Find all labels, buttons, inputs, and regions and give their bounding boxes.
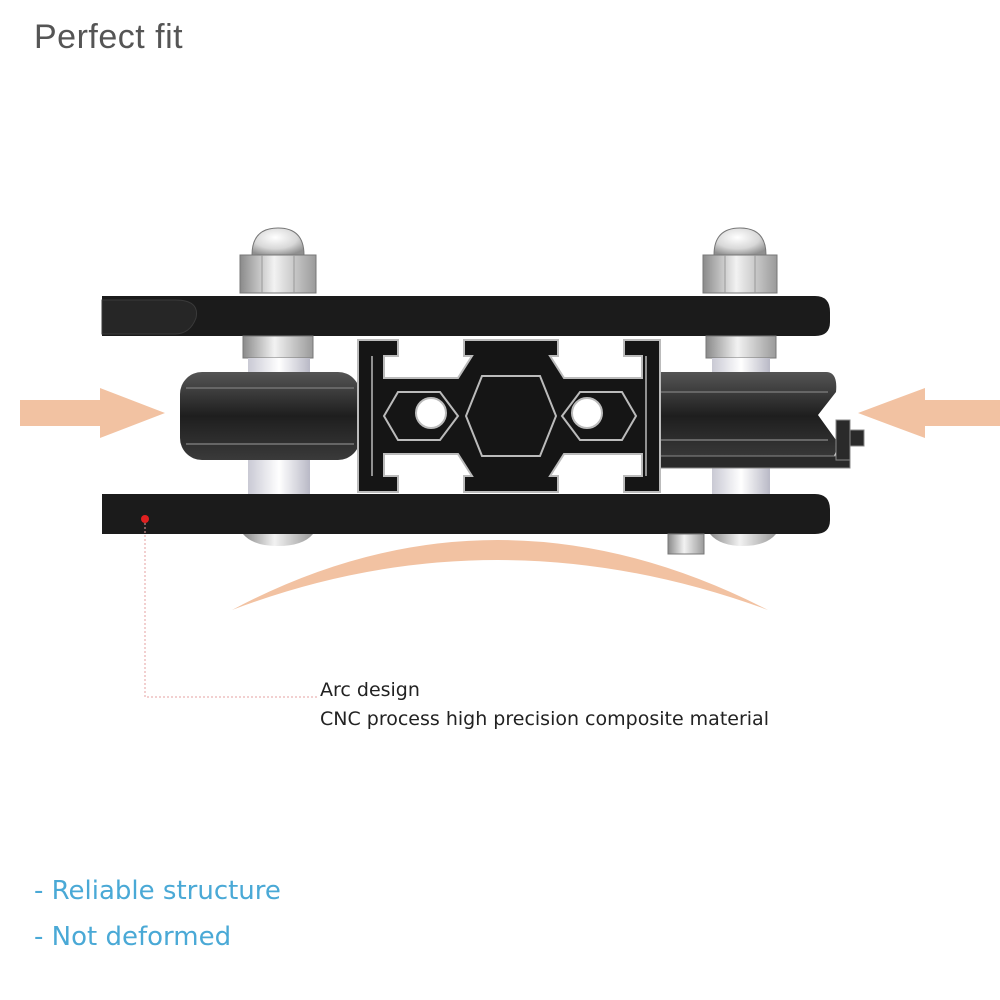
left-mid-nut-icon — [242, 335, 314, 359]
right-wheel-icon — [641, 372, 837, 460]
left-wheel-icon — [180, 372, 360, 460]
feature-list: - Reliable structure - Not deformed — [34, 868, 281, 960]
callout-line-2: CNC process high precision composite mat… — [320, 708, 769, 730]
right-mid-nut-icon — [705, 335, 777, 359]
right-arrow-icon — [858, 388, 1000, 438]
feature-item-reliable: - Reliable structure — [34, 876, 281, 906]
callout-leader-line — [144, 523, 318, 698]
left-bottom-nut-icon — [243, 534, 313, 546]
arc-design-highlight — [232, 540, 768, 610]
callout-dot — [141, 515, 149, 523]
right-bottom-screw-icon — [710, 534, 776, 546]
page-title: Perfect fit — [34, 18, 184, 56]
bottom-plate — [102, 494, 830, 534]
top-plate — [101, 296, 830, 336]
left-arrow-icon — [20, 388, 165, 438]
callout-line-1: Arc design — [320, 679, 420, 701]
eccentric-bracket-icon — [659, 419, 865, 469]
right-bottom-nut-icon — [667, 533, 705, 555]
right-top-nut-icon — [702, 227, 778, 294]
feature-item-not-deformed: - Not deformed — [34, 922, 232, 952]
callout-text: Arc design CNC process high precision co… — [320, 676, 769, 734]
left-lower-spacer — [248, 455, 310, 495]
aluminum-extrusion-icon — [357, 339, 661, 493]
left-top-nut-icon — [239, 227, 317, 294]
